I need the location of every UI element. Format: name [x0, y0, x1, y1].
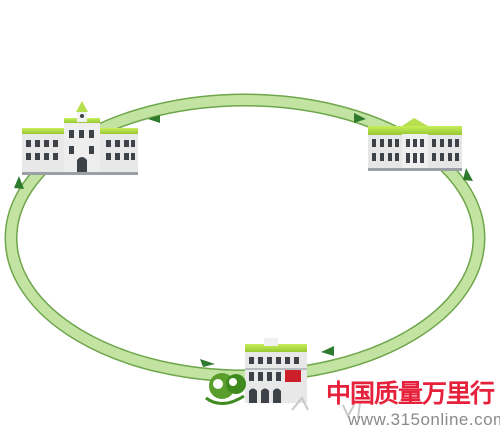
watermark-url-text: www.315online.com [348, 410, 500, 429]
arrow-up-left-icon [14, 176, 24, 189]
green-logo-icon [205, 373, 246, 405]
watermark-chinese-text: 中国质量万里行 [326, 379, 495, 408]
cycle-arrows [14, 113, 473, 367]
arrow-bottom-right-icon [321, 346, 334, 356]
arrow-bottom-left-icon [200, 359, 215, 367]
building-top-left [22, 101, 138, 175]
building-right [368, 118, 462, 171]
arrow-right-top-icon [354, 113, 366, 123]
arrow-down-right-icon [463, 168, 473, 181]
building-bottom [245, 338, 307, 403]
watermark-mark-icon [291, 396, 361, 419]
arrow-left-top-icon [148, 115, 160, 123]
